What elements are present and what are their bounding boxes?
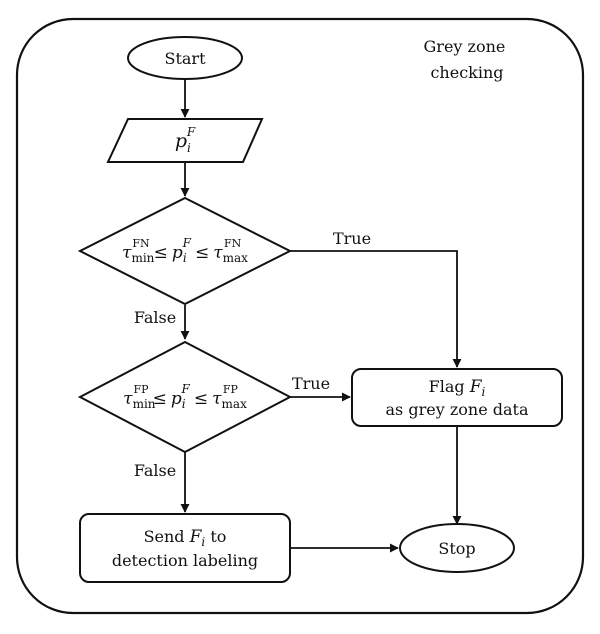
tau-min-fn-sup: FN [132, 237, 150, 250]
start-node-label: Start [164, 49, 206, 68]
flag-var: F [469, 377, 483, 397]
send-pre: Send [144, 527, 190, 546]
flag-node-line-2: as grey zone data [386, 400, 529, 419]
send-var-sub: i [201, 535, 205, 549]
stop-node [399, 523, 515, 573]
flag-pre: Flag [429, 377, 470, 396]
p-fn-sup: F [182, 236, 192, 250]
p-fn-var: p [172, 243, 183, 263]
tau-min-fn-sub: min [131, 251, 154, 265]
edge-decision-fn-true [290, 250, 462, 368]
send-var: F [189, 527, 203, 547]
p-fp-var: p [171, 389, 182, 409]
leq-fn-1: ≤ [154, 243, 168, 263]
tau-max-fn-sup: FN [224, 237, 242, 250]
input-var: p [175, 130, 187, 152]
input-var-sup: F [186, 125, 196, 139]
input-var-sub: i [187, 141, 191, 155]
grey-zone-frame [15, 17, 585, 615]
stop-node-label: Stop [438, 539, 475, 558]
flag-var-sub: i [482, 385, 486, 399]
tau-max-fp-sup: FP [223, 383, 239, 396]
tau-max-fn-symbol: τ [213, 243, 223, 263]
start-node [127, 36, 243, 80]
leq-fp-2: ≤ [194, 389, 208, 409]
edge-label-fp-true: True [292, 374, 330, 393]
tau-min-fp-symbol: τ [123, 389, 133, 409]
edge-label-fn-false: False [134, 308, 176, 327]
p-fp-sup: F [181, 382, 191, 396]
leq-fn-2: ≤ [195, 243, 209, 263]
send-node [79, 513, 291, 583]
tau-max-fp-symbol: τ [212, 389, 222, 409]
frame-label: Grey zone checking [424, 37, 511, 82]
send-node-line-1: Send Fi to [144, 527, 227, 549]
leq-fp-1: ≤ [153, 389, 167, 409]
edge-label-fp-false: False [134, 461, 176, 480]
p-fn-sub: i [183, 251, 187, 265]
tau-min-fp-sub: min [133, 397, 156, 411]
decision-fn-condition: τminFN≤piF≤τmaxFN [122, 236, 248, 265]
tau-min-fp-sup: FP [134, 383, 150, 396]
send-post: to [205, 527, 226, 546]
input-node [106, 118, 264, 163]
edge-label-fn-true: True [333, 229, 371, 248]
flag-node [351, 368, 563, 427]
send-node-line-2: detection labeling [112, 551, 258, 570]
p-fp-sub: i [182, 397, 186, 411]
decision-fn-node [77, 196, 293, 306]
tau-min-fn-symbol: τ [122, 243, 132, 263]
frame-label-line-2: checking [430, 63, 503, 82]
flag-node-line-1: Flag Fi [429, 377, 486, 399]
decision-fp-node [77, 340, 293, 454]
decision-fp-condition: τminFP≤piF≤τmaxFP [123, 382, 247, 411]
tau-max-fn-sub: max [223, 251, 249, 265]
tau-max-fp-sub: max [222, 397, 248, 411]
input-node-label: piF [175, 125, 196, 155]
frame-label-line-1: Grey zone [424, 37, 506, 56]
